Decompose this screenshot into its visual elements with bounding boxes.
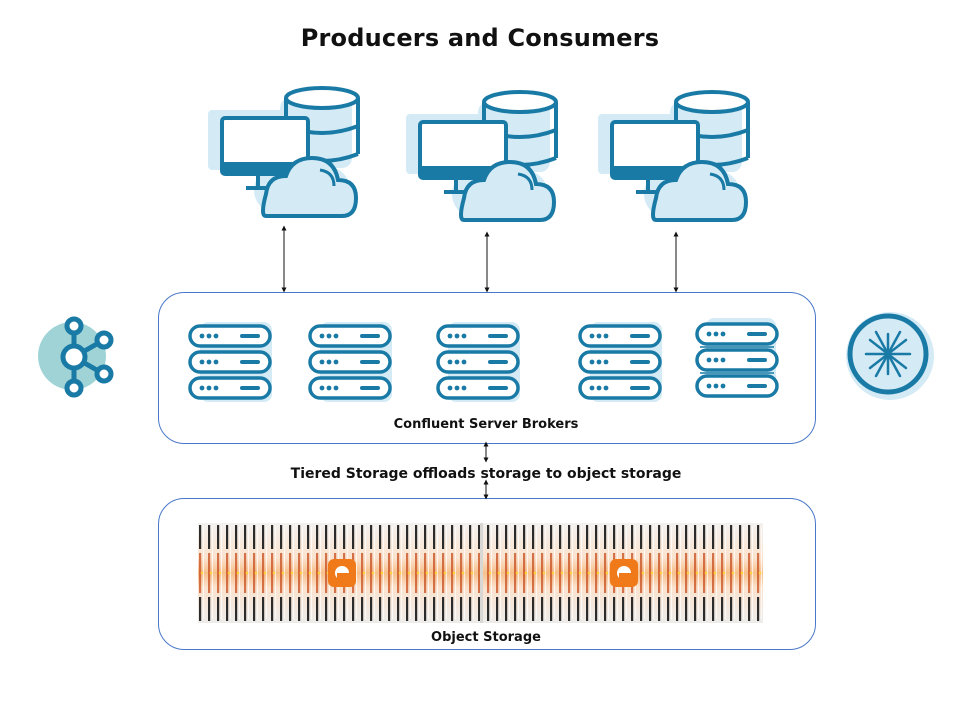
storage-array-drawing xyxy=(198,523,763,623)
page-title: Producers and Consumers xyxy=(300,24,660,52)
broker-server-icon-1 xyxy=(188,320,274,404)
pure-logo-left xyxy=(328,559,356,587)
confluent-logo-icon xyxy=(846,312,934,400)
producer-consumer-icon-1 xyxy=(206,86,360,218)
producer-consumer-icon-3 xyxy=(596,90,750,222)
storage-array-image xyxy=(198,523,763,623)
tiered-storage-label: Tiered Storage offloads storage to objec… xyxy=(290,466,682,482)
broker-server-icon-2 xyxy=(308,320,394,404)
object-storage-label: Object Storage xyxy=(431,630,541,645)
producer-consumer-icon-2 xyxy=(404,90,558,222)
brokers-label: Confluent Server Brokers xyxy=(393,417,579,432)
broker-server-icon-4 xyxy=(578,320,664,404)
pure-logo-right xyxy=(610,559,638,587)
broker-server-icon-5 xyxy=(695,318,779,398)
kafka-logo-icon xyxy=(38,316,114,398)
broker-server-icon-3 xyxy=(436,320,522,404)
